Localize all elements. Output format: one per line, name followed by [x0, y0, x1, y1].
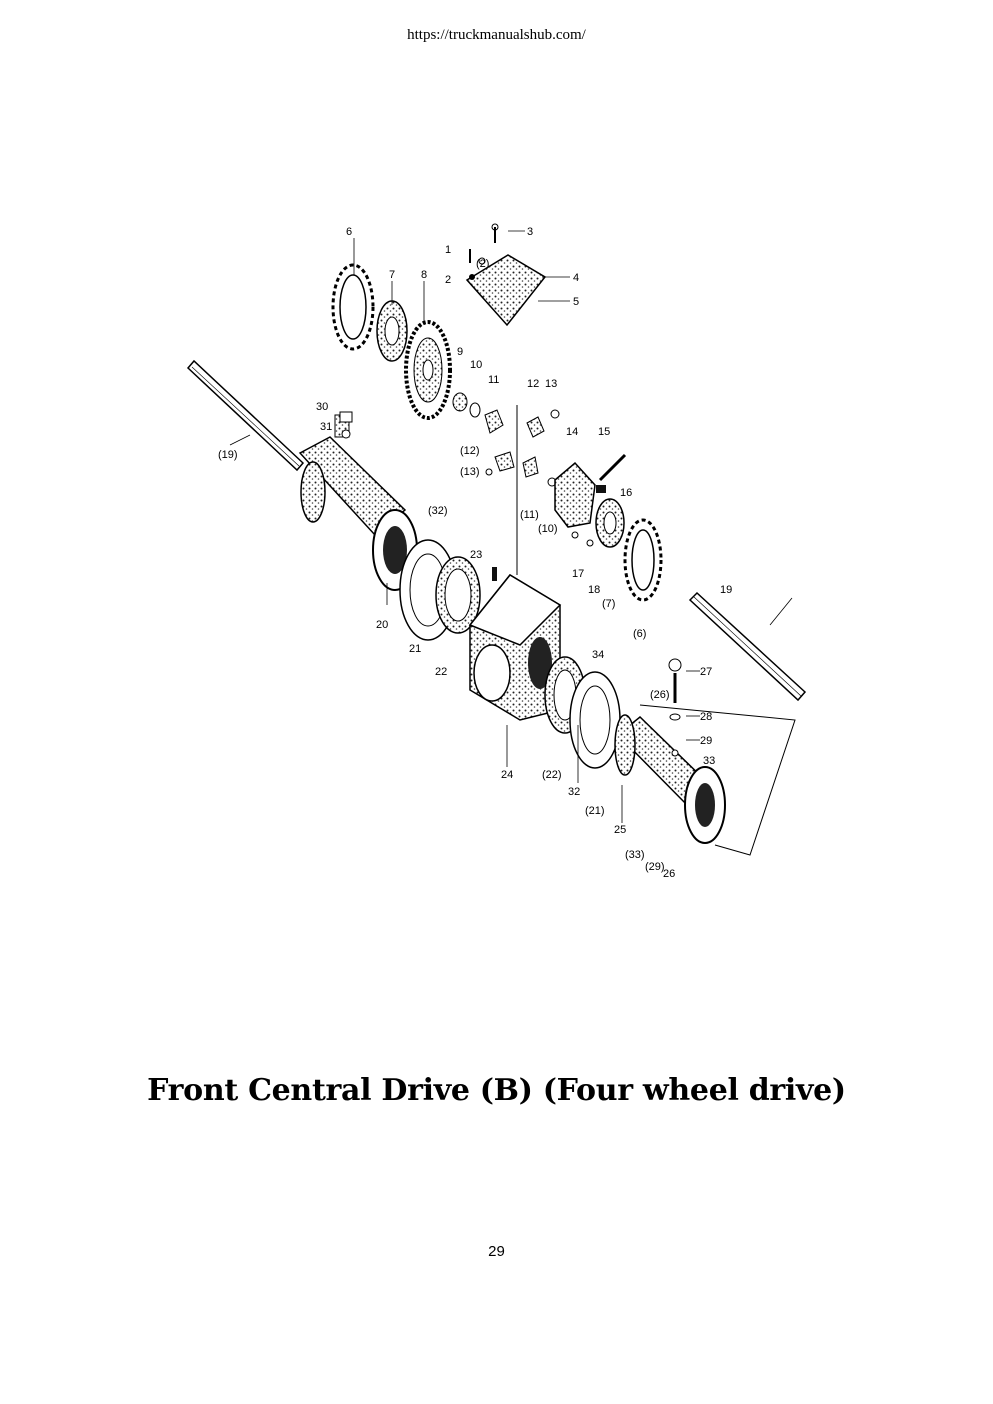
callout-1: 1 [445, 244, 451, 256]
callout-28: 28 [700, 711, 712, 723]
left-bearing-ring [435, 556, 481, 634]
callout-18: 18 [588, 584, 600, 596]
callout-13: 13 [545, 378, 557, 390]
callout-26-ref: (26) [650, 689, 670, 701]
callout-32-ref: (32) [428, 505, 448, 517]
bolt-30 [339, 411, 353, 439]
callout-31: 31 [320, 421, 332, 433]
callout-33-ref: (33) [625, 849, 645, 861]
callout-13-ref: (13) [460, 466, 480, 478]
callout-4: 4 [573, 272, 579, 284]
callout-22: 22 [435, 666, 447, 678]
callout-2: 2 [445, 274, 451, 286]
callout-11: 11 [488, 374, 499, 386]
callout-labels: 6 7 8 1 2 (2) 3 4 5 9 10 11 12 13 30 31 … [218, 226, 732, 880]
callout-19: 19 [720, 584, 732, 596]
callout-23: 23 [470, 549, 482, 561]
callout-24: 24 [501, 769, 513, 781]
differential-small-parts [452, 392, 560, 575]
leader-lines [229, 230, 793, 823]
callout-15: 15 [598, 426, 610, 438]
callout-32: 32 [568, 786, 580, 798]
callout-10: 10 [470, 359, 482, 371]
left-axle-shaft [186, 359, 305, 472]
page-number: 29 [488, 1243, 505, 1260]
callout-30: 30 [316, 401, 328, 413]
callout-12: 12 [527, 378, 539, 390]
left-axle-housing [298, 414, 418, 591]
callout-6: 6 [346, 226, 352, 238]
callout-27: 27 [700, 666, 712, 678]
right-axle-shaft [688, 591, 807, 702]
callout-21: 21 [409, 643, 421, 655]
callout-2-ref: (2) [476, 258, 489, 270]
figure-caption: Front Central Drive (B) (Four wheel driv… [147, 1073, 846, 1108]
right-ring-6 [623, 518, 663, 602]
cover-plate [465, 223, 547, 327]
callout-10-ref: (10) [538, 523, 558, 535]
differential-case [554, 453, 627, 548]
callout-21-ref: (21) [585, 805, 605, 817]
callout-34: 34 [592, 649, 604, 661]
callout-8: 8 [421, 269, 427, 281]
callout-25: 25 [614, 824, 626, 836]
right-gasket [569, 671, 621, 769]
callout-29: 29 [700, 735, 712, 747]
callout-22-ref: (22) [542, 769, 562, 781]
callout-29-ref: (29) [645, 861, 665, 873]
callout-12-ref: (12) [460, 445, 480, 457]
left-bearing-7 [376, 300, 408, 362]
callout-7-ref: (7) [602, 598, 615, 610]
callout-7: 7 [389, 269, 395, 281]
callout-14: 14 [566, 426, 578, 438]
callout-16: 16 [620, 487, 632, 499]
callout-19-ref: (19) [218, 449, 238, 461]
callout-20: 20 [376, 619, 388, 631]
header-url: https://truckmanualshub.com/ [407, 27, 586, 43]
callout-26: 26 [663, 868, 675, 880]
callout-33: 33 [703, 755, 715, 767]
callout-6-ref: (6) [633, 628, 646, 640]
callout-9: 9 [457, 346, 463, 358]
callout-5: 5 [573, 296, 579, 308]
exploded-parts-diagram: 6 7 8 1 2 (2) 3 4 5 9 10 11 12 13 30 31 … [170, 205, 830, 895]
ring-gear [404, 320, 452, 420]
callout-11-ref: (11) [520, 509, 539, 521]
callout-17: 17 [572, 568, 584, 580]
right-axle-housing [614, 658, 796, 856]
callout-3: 3 [527, 226, 533, 238]
left-ring-6 [331, 263, 375, 351]
